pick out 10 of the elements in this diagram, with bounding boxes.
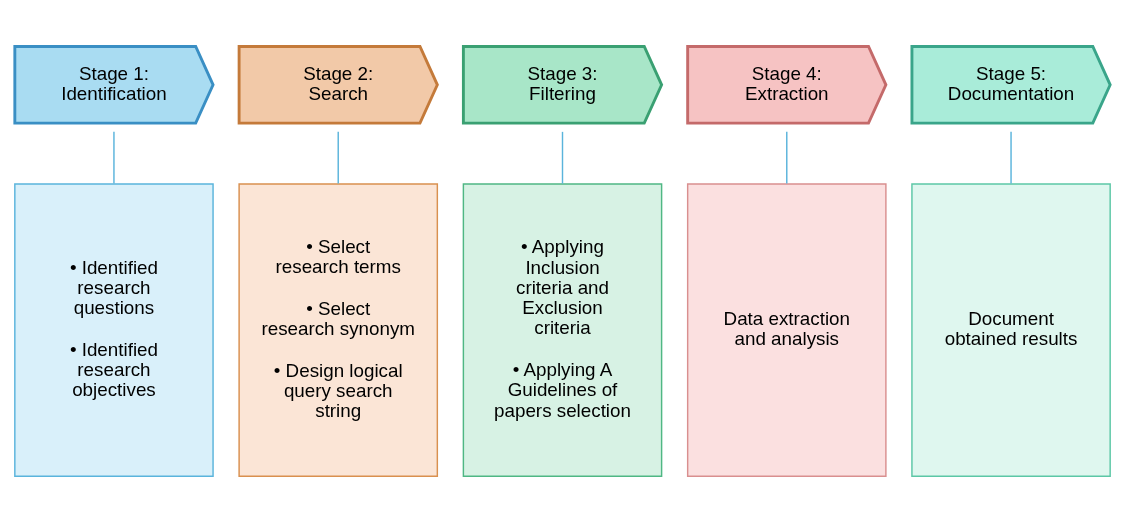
connector bbox=[1010, 130, 1012, 184]
connector bbox=[113, 130, 115, 184]
node-box: Data extraction and analysis bbox=[686, 182, 887, 477]
node-box: • Identified research questions • Identified research objectives bbox=[14, 182, 214, 477]
connector bbox=[561, 130, 564, 184]
node-box: • Applying Inclusion criteria and Exclusion criteria • Applying A Guidelines of papers selection bbox=[462, 182, 663, 477]
node-box: • Select research terms • Select research synonym • Design logical query search string bbox=[238, 182, 439, 477]
connector bbox=[786, 130, 788, 184]
connector bbox=[337, 130, 339, 184]
node-box: Document obtained results bbox=[911, 182, 1111, 477]
